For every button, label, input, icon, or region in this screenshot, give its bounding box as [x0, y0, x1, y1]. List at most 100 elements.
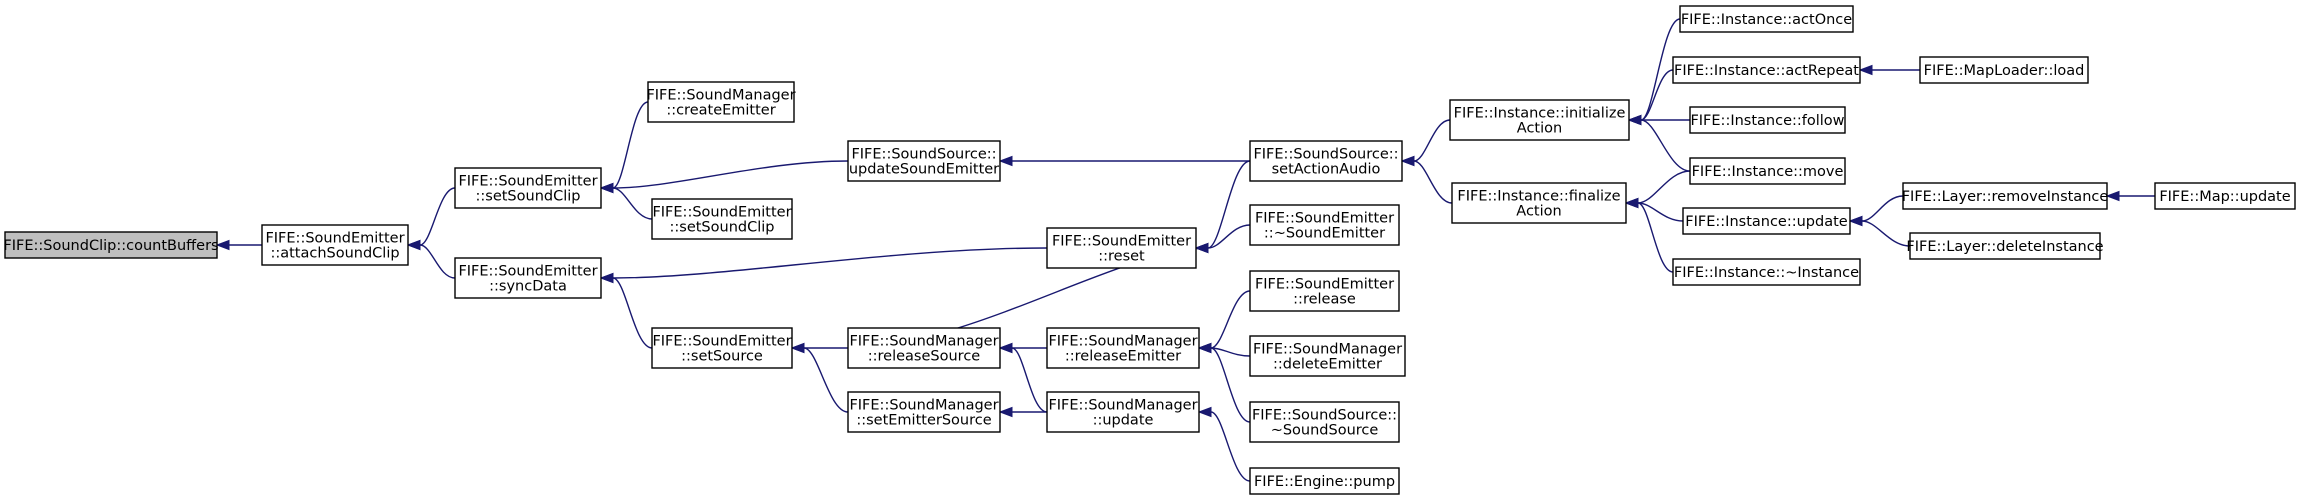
node-label: ::setEmitterSource [856, 413, 991, 429]
node-label: FIFE::Map::update [2159, 189, 2290, 205]
node-syncData[interactable]: FIFE::SoundEmitter::syncData [454, 257, 602, 299]
node-setSoundClip1[interactable]: FIFE::SoundEmitter::setSoundClip [454, 167, 602, 209]
node-mapLoaderLoad[interactable]: FIFE::MapLoader::load [1919, 56, 2089, 84]
edge-arrowhead [1627, 114, 1642, 126]
node-smUpdate[interactable]: FIFE::SoundManager::update [1046, 391, 1200, 433]
node-label: FIFE::Instance::follow [1690, 113, 1844, 129]
node-label: FIFE::SoundManager [1253, 342, 1402, 358]
edge-arrowhead [790, 342, 805, 354]
node-setEmitterSource[interactable]: FIFE::SoundManager::setEmitterSource [847, 391, 1001, 433]
node-label: ::releaseEmitter [1065, 349, 1181, 365]
node-box [261, 224, 409, 266]
edge-dtorInstance-to-finalizeAction [1624, 197, 1674, 273]
node-box [1919, 56, 2089, 84]
edge-release-to-releaseEmitter [1197, 290, 1251, 354]
node-setSource[interactable]: FIFE::SoundEmitter::setSource [651, 327, 793, 369]
node-box [847, 327, 1001, 369]
node-label: ::setSoundClip [476, 189, 581, 205]
edges-layer [215, 18, 2155, 482]
node-instUpdate[interactable]: FIFE::Instance::update [1682, 207, 1851, 235]
node-label: Action [1517, 121, 1562, 137]
node-box [1249, 401, 1400, 443]
node-box [1682, 207, 1851, 235]
node-label: FIFE::Instance::initialize [1454, 106, 1626, 122]
node-pump[interactable]: FIFE::Engine::pump [1249, 467, 1400, 495]
node-label: FIFE::SoundManager [1048, 398, 1197, 414]
node-attachSoundClip[interactable]: FIFE::SoundEmitter::attachSoundClip [261, 224, 409, 266]
node-dtorInstance[interactable]: FIFE::Instance::~Instance [1672, 258, 1861, 286]
edge-createEmitter-to-setSoundClip1 [599, 101, 649, 194]
node-box [1902, 182, 2108, 210]
edge-arrowhead [998, 342, 1013, 354]
node-box [454, 257, 602, 299]
node-box [1046, 327, 1200, 369]
edge-line [1640, 18, 1681, 121]
node-label: FIFE::SoundEmitter [652, 334, 791, 350]
node-label: FIFE::SoundEmitter [458, 174, 597, 190]
node-label: ::attachSoundClip [270, 246, 399, 262]
node-box [1689, 106, 1846, 134]
node-updateSoundEmitter[interactable]: FIFE::SoundSource::updateSoundEmitter [847, 140, 1001, 182]
edge-line [1637, 202, 1674, 273]
edge-arrowhead [998, 406, 1013, 418]
edge-arrowhead [1197, 342, 1212, 354]
node-box [647, 81, 795, 123]
node-label: FIFE::SoundEmitter [1255, 211, 1394, 227]
node-follow[interactable]: FIFE::Instance::follow [1689, 106, 1846, 134]
edge-setActionAudio-to-reset [1194, 160, 1251, 254]
node-label: FIFE::SoundEmitter [1052, 234, 1191, 250]
node-label: FIFE::SoundSource:: [1253, 147, 1398, 163]
edge-reset-to-syncData [599, 247, 1048, 284]
edge-finalizeAction-to-setActionAudio [1400, 155, 1453, 204]
node-box [1451, 182, 1627, 224]
edge-updateSoundEmitter-to-setSoundClip1 [599, 160, 849, 194]
edge-mapUpdate-to-removeInstance [2105, 190, 2155, 202]
edge-line [419, 244, 456, 279]
node-actOnce[interactable]: FIFE::Instance::actOnce [1679, 5, 1854, 33]
edge-dtorSoundSource-to-releaseEmitter [1197, 342, 1251, 423]
node-label: FIFE::SoundManager [849, 334, 998, 350]
edge-smUpdate-to-setEmitterSource [998, 406, 1047, 418]
node-box [1249, 140, 1403, 182]
node-label: setActionAudio [1272, 162, 1381, 178]
node-label: ~SoundSource [1271, 423, 1379, 439]
edge-smUpdate-to-releaseSource [998, 342, 1048, 413]
edge-line [1210, 411, 1251, 482]
node-label: FIFE::SoundSource:: [1252, 408, 1397, 424]
node-label: FIFE::SoundEmitter [652, 205, 791, 221]
edge-setEmitterSource-to-setSource [790, 342, 849, 413]
node-actRepeat[interactable]: FIFE::Instance::actRepeat [1672, 56, 1861, 84]
node-move[interactable]: FIFE::Instance::move [1689, 157, 1846, 185]
node-setActionAudio[interactable]: FIFE::SoundSource::setActionAudio [1249, 140, 1403, 182]
node-countBuffers[interactable]: FIFE::SoundClip::countBuffers [3, 231, 219, 259]
edge-arrowhead [599, 182, 614, 194]
node-label: ::~SoundEmitter [1264, 226, 1385, 242]
edge-setSoundClip1-to-attachSoundClip [406, 187, 456, 251]
node-dtorSoundEmitter[interactable]: FIFE::SoundEmitter::~SoundEmitter [1249, 204, 1400, 246]
node-dtorSoundSource[interactable]: FIFE::SoundSource::~SoundSource [1249, 401, 1400, 443]
node-setSoundClip2[interactable]: FIFE::SoundEmitter::setSoundClip [651, 198, 793, 240]
node-release[interactable]: FIFE::SoundEmitter::release [1249, 270, 1400, 312]
edge-line [1413, 160, 1453, 204]
node-createEmitter[interactable]: FIFE::SoundManager::createEmitter [646, 81, 796, 123]
edge-arrowhead [406, 239, 421, 251]
node-releaseSource[interactable]: FIFE::SoundManager::releaseSource [847, 327, 1001, 369]
edge-line [1413, 119, 1451, 162]
edge-line [1861, 195, 1904, 222]
node-box [651, 198, 793, 240]
node-label: ::update [1093, 413, 1154, 429]
node-deleteEmitter[interactable]: FIFE::SoundManager::deleteEmitter [1249, 335, 1406, 377]
edge-arrowhead [2105, 190, 2120, 202]
node-releaseEmitter[interactable]: FIFE::SoundManager::releaseEmitter [1046, 327, 1200, 369]
node-deleteInstance[interactable]: FIFE::Layer::deleteInstance [1906, 232, 2104, 260]
edge-line [612, 187, 653, 220]
node-box [847, 391, 1001, 433]
node-removeInstance[interactable]: FIFE::Layer::removeInstance [1902, 182, 2109, 210]
node-mapUpdate[interactable]: FIFE::Map::update [2154, 182, 2296, 210]
node-reset[interactable]: FIFE::SoundEmitter::reset [1046, 227, 1197, 269]
node-box [1249, 270, 1400, 312]
node-label: FIFE::SoundManager [1048, 334, 1197, 350]
